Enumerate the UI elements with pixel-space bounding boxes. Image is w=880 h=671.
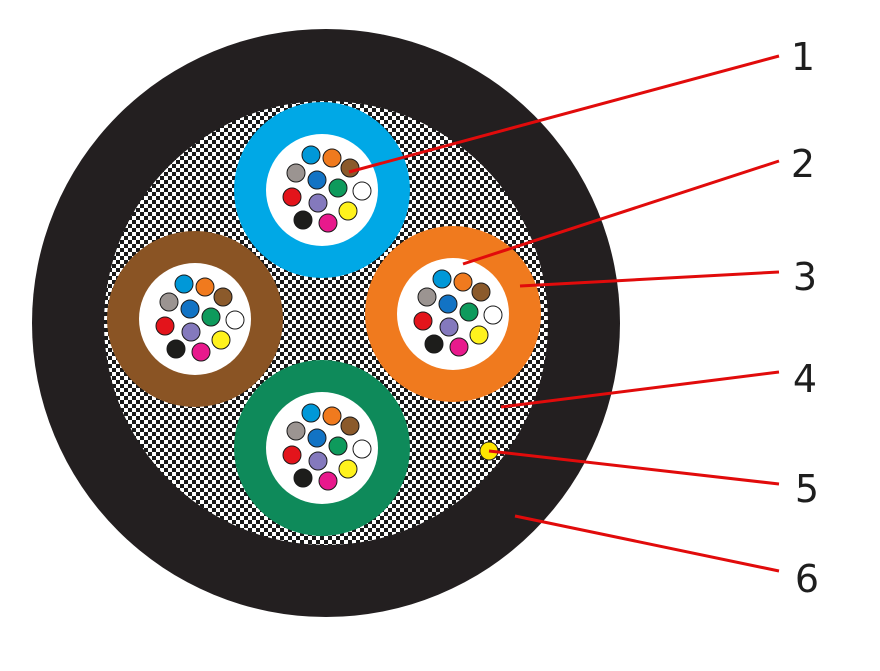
callout-number: 2 xyxy=(791,142,815,186)
buffer-tube-orange xyxy=(365,226,541,402)
optical-fiber xyxy=(483,305,503,325)
optical-fiber xyxy=(469,325,489,345)
buffer-tube-blue xyxy=(234,102,410,278)
optical-fiber xyxy=(340,158,360,178)
optical-fiber xyxy=(432,269,452,289)
optical-fiber xyxy=(282,445,302,465)
optical-fiber xyxy=(201,307,221,327)
callout-number: 6 xyxy=(795,557,819,601)
optical-fiber xyxy=(293,210,313,230)
optical-fiber xyxy=(301,145,321,165)
optical-fiber xyxy=(181,322,201,342)
optical-fiber xyxy=(338,459,358,479)
callout-leader-line xyxy=(488,449,780,486)
optical-fiber xyxy=(307,428,327,448)
optical-fiber xyxy=(293,468,313,488)
optical-fiber xyxy=(338,201,358,221)
callout-number: 5 xyxy=(795,467,819,511)
optical-fiber xyxy=(174,274,194,294)
optical-fiber xyxy=(308,451,328,471)
optical-fiber xyxy=(322,148,342,168)
callout-leader-line xyxy=(500,370,780,409)
optical-fiber xyxy=(307,170,327,190)
optical-fiber xyxy=(211,330,231,350)
optical-fiber xyxy=(340,416,360,436)
optical-fiber xyxy=(352,439,372,459)
optical-fiber xyxy=(195,277,215,297)
optical-fiber xyxy=(438,294,458,314)
optical-fiber xyxy=(286,163,306,183)
callout-leader-line xyxy=(462,159,780,266)
optical-fiber xyxy=(318,213,338,233)
inner-filling xyxy=(104,101,548,545)
optical-fiber xyxy=(301,403,321,423)
optical-fiber xyxy=(417,287,437,307)
optical-fiber xyxy=(328,436,348,456)
callout-leader-line xyxy=(514,514,780,573)
optical-fiber xyxy=(453,272,473,292)
optical-fiber xyxy=(318,471,338,491)
optical-fiber xyxy=(439,317,459,337)
optical-fiber xyxy=(155,316,175,336)
optical-fiber xyxy=(449,337,469,357)
optical-fiber xyxy=(286,421,306,441)
optical-fiber xyxy=(282,187,302,207)
callouts: 1 2 3 4 5 6 xyxy=(348,35,819,601)
optical-fiber xyxy=(459,302,479,322)
optical-fiber xyxy=(308,193,328,213)
callout-leader-line xyxy=(348,54,780,174)
optical-fiber xyxy=(471,282,491,302)
callout-number: 3 xyxy=(793,255,817,299)
optical-fiber xyxy=(352,181,372,201)
buffer-tube-green xyxy=(234,360,410,536)
optical-fiber xyxy=(166,339,186,359)
callout-number: 1 xyxy=(791,35,815,79)
optical-fiber xyxy=(322,406,342,426)
callout-leader-line xyxy=(519,270,780,288)
callout-number: 4 xyxy=(793,357,817,401)
optical-fiber xyxy=(180,299,200,319)
buffer-tubes xyxy=(107,102,541,536)
optical-fiber xyxy=(413,311,433,331)
buffer-tube-brown xyxy=(107,231,283,407)
optical-fiber xyxy=(191,342,211,362)
optical-fiber xyxy=(328,178,348,198)
optical-fiber xyxy=(213,287,233,307)
optical-fiber xyxy=(424,334,444,354)
optical-fiber xyxy=(159,292,179,312)
optical-fiber xyxy=(225,310,245,330)
